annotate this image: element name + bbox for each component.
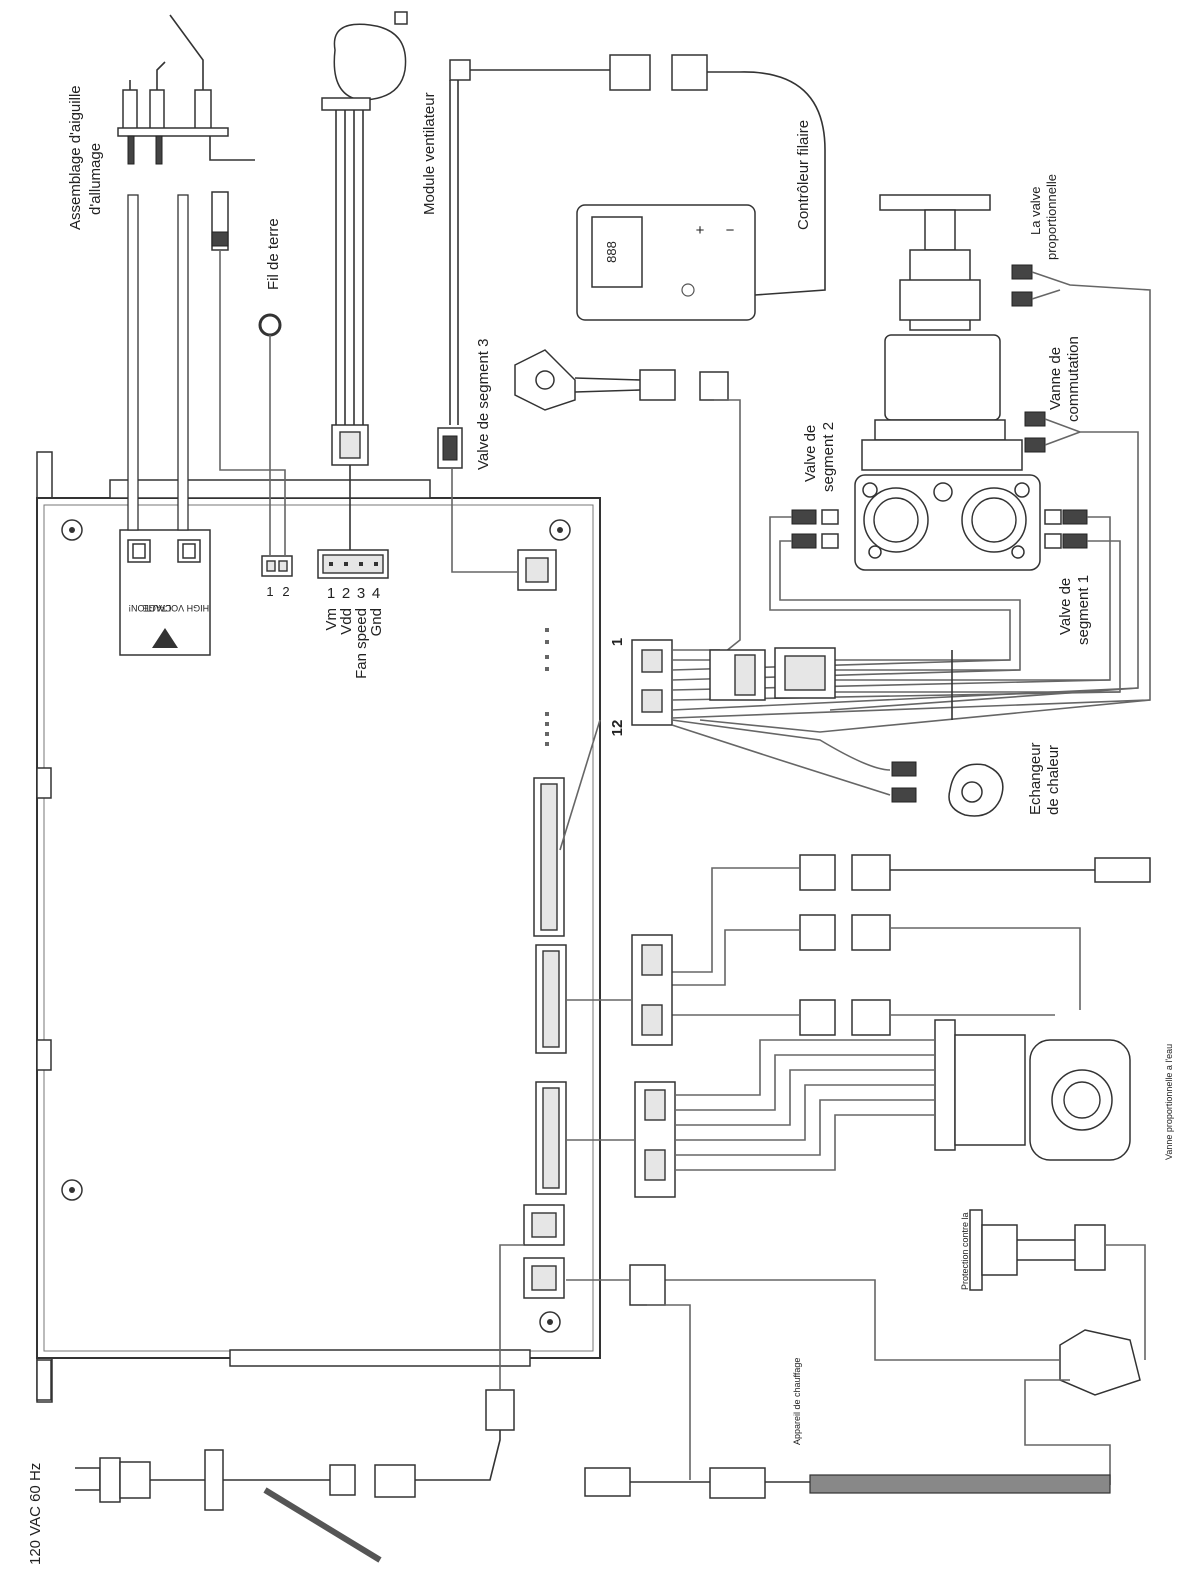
segment3-valve [514, 349, 741, 661]
fan-pin-number: 3 [357, 585, 365, 602]
ground-label: Fil de terre [265, 218, 282, 290]
segment2-label-line-2: segment 2 [820, 422, 837, 492]
fan-pin-number: 1 [327, 585, 335, 602]
power-icon [681, 283, 695, 297]
segment3-wire [437, 80, 518, 573]
ground-wire [211, 191, 286, 556]
caution-line-2: HIGH VOLTAGE [143, 603, 209, 613]
power-cord [75, 1244, 524, 1563]
fan-pin-number: 4 [372, 585, 380, 602]
fan-pin-name: Gnd [368, 608, 385, 636]
fan-pin-dot [374, 562, 378, 566]
controller-minus: − [726, 222, 735, 239]
wired-controller-label: Contrôleur filaire [795, 120, 812, 230]
controller-cable [449, 54, 826, 296]
fan-pin-number: 2 [342, 585, 350, 602]
fan-pin-name: Vdd [338, 608, 355, 635]
segment1-label-line-2: segment 1 [1075, 575, 1092, 645]
labels: Assemblage d'aiguille d'allumage Fil de … [27, 85, 1174, 1565]
controller-plus: + [696, 222, 705, 239]
heat-exchanger-label-line-2: de chaleur [1045, 745, 1062, 815]
controller-display-digits: 888 [604, 241, 619, 263]
switching-label-line-2: commutation [1065, 336, 1082, 422]
segment3-label: Valve de segment 3 [475, 339, 492, 470]
valve-terminals [791, 264, 1088, 549]
pin-1-label: 1 [609, 638, 626, 646]
fan-pin-dot [329, 562, 333, 566]
power-label: 120 VAC 60 Hz [27, 1463, 44, 1565]
heating-device [566, 1264, 1111, 1499]
ignition-assembly [117, 14, 255, 531]
fan-pin-name: Vm [323, 608, 340, 631]
water-proportional-valve [566, 1019, 1131, 1198]
fan-pin-dot [359, 562, 363, 566]
temp-sensor-wires [566, 854, 1151, 1046]
fan-module-label: Module ventilateur [421, 92, 438, 215]
heat-exchanger-label-line-1: Echangeur [1027, 742, 1044, 815]
wired-controller: 888 + − [576, 204, 756, 321]
heating-device-label: Appareil de chauffage [792, 1358, 802, 1445]
switching-label-line-1: Vanne de [1047, 347, 1064, 410]
gas-valve-assembly [854, 194, 1041, 571]
segment1-label-line-1: Valve de [1057, 578, 1074, 635]
ground-pin-2: 2 [282, 584, 289, 599]
ignition-label-line-1: Assemblage d'aiguille [67, 85, 84, 230]
protection-label: Protection contre la [960, 1212, 970, 1290]
fan-module [321, 11, 408, 550]
ground-pin-1: 1 [266, 584, 273, 599]
caution-line-1: CAUTION! [128, 603, 171, 613]
main-harness-connector: 1 12 [559, 638, 1151, 851]
board-dots [545, 628, 549, 746]
proportional-label-line-2: proportionnelle [1044, 174, 1059, 260]
fan-pin-dot [344, 562, 348, 566]
heat-exchanger-sensor [948, 763, 1004, 817]
ignition-label-line-2: d'allumage [87, 143, 104, 215]
segment2-label-line-1: Valve de [802, 425, 819, 482]
valve-harness [699, 271, 1151, 733]
warning-icon [152, 628, 178, 648]
ground-connector: 1 2 [261, 555, 293, 599]
proportional-label-line-1: La valve [1028, 187, 1043, 235]
fan-pin-name: Fan speed [353, 608, 370, 679]
high-voltage-block: CAUTION! HIGH VOLTAGE [119, 529, 211, 656]
pin-12-label: 12 [609, 720, 626, 737]
protection-device [665, 1209, 1146, 1485]
water-valve-label: Vanne proportionnelle a l'eau [1164, 1044, 1174, 1160]
